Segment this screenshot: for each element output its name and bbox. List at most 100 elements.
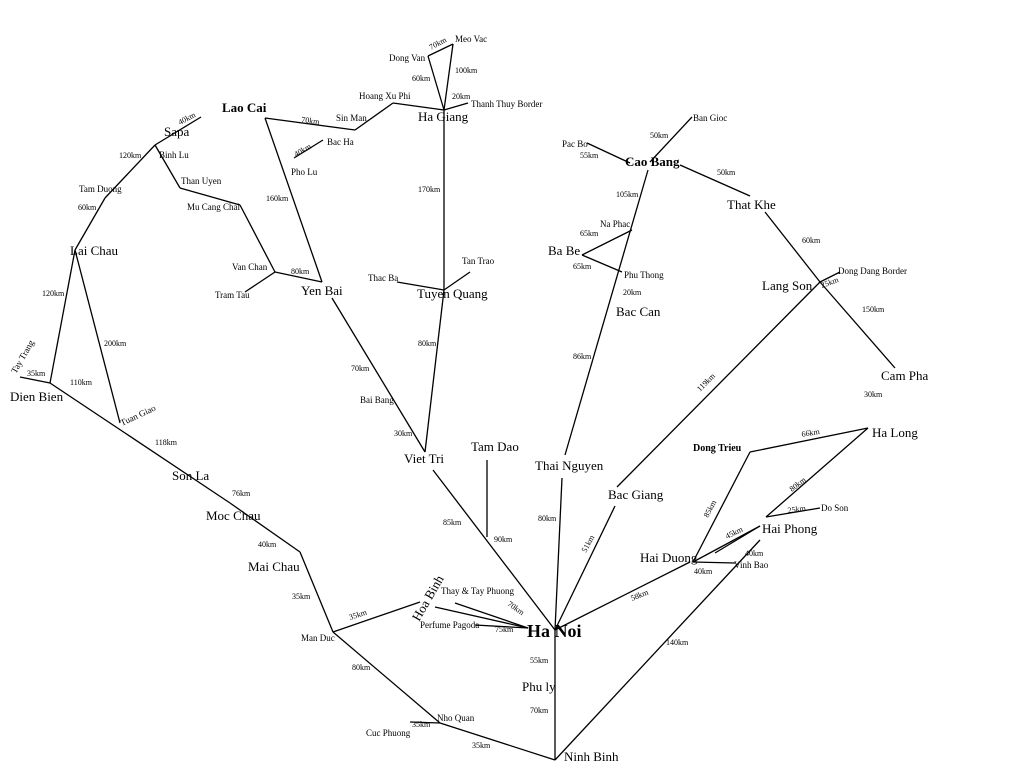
town-bac-giang: Bac Giang xyxy=(608,487,664,502)
town-tan-trao: Tan Trao xyxy=(462,256,495,266)
town-phu-thong: Phu Thong xyxy=(624,270,664,280)
city-lao-cai: Lao Cai xyxy=(222,100,267,115)
distance-label: 30km xyxy=(864,390,883,399)
distance-label: 45km xyxy=(724,524,745,540)
distance-label: 86km xyxy=(573,352,592,361)
town-moc-chau: Moc Chau xyxy=(206,508,261,523)
town-vinh-bao: Vinh Bao xyxy=(734,560,769,570)
distance-label: 70km xyxy=(351,364,370,373)
town-cuc-phuong: Cuc Phuong xyxy=(366,728,411,738)
town-binh-lu: Binh Lu xyxy=(159,150,189,160)
town-bai-bang: Bai Bang xyxy=(360,395,394,405)
distance-label: 40km xyxy=(694,567,713,576)
city-tuyen-quang: Tuyen Quang xyxy=(417,286,488,301)
distance-label: 50km xyxy=(717,168,736,177)
town-pac-bo: Pac Bo xyxy=(562,139,588,149)
distance-label: 66km xyxy=(801,427,821,439)
distance-label: 100km xyxy=(455,66,478,75)
distance-label: 70km xyxy=(506,599,527,617)
place-labels: Ha Noi Lao Cai Ha Giang Cao Bang Dong Tr… xyxy=(9,34,928,764)
distance-label: 118km xyxy=(155,438,178,447)
town-cam-pha: Cam Pha xyxy=(881,368,929,383)
city-viet-tri: Viet Tri xyxy=(404,451,444,466)
town-tuan-giao: Tuan Giao xyxy=(119,403,158,428)
distance-label: 70km xyxy=(428,35,449,52)
distance-label: 50km xyxy=(650,131,669,140)
distance-label: 120km xyxy=(119,151,142,160)
road-network xyxy=(19,43,896,761)
town-phu-ly: Phu ly xyxy=(522,679,556,694)
distance-label: 35km xyxy=(27,369,46,378)
distance-label: 70km xyxy=(530,706,549,715)
distance-label: 120km xyxy=(42,289,65,298)
town-meo-vac: Meo Vac xyxy=(455,34,487,44)
distance-label: 60km xyxy=(802,236,821,245)
town-bac-can: Bac Can xyxy=(616,304,661,319)
distance-label: 80km xyxy=(418,339,437,348)
distance-label: 58km xyxy=(629,587,650,602)
city-lang-son: Lang Son xyxy=(762,278,813,293)
city-ha-noi: Ha Noi xyxy=(527,621,582,641)
city-ha-long: Ha Long xyxy=(872,425,918,440)
distance-label: 40km xyxy=(258,540,277,549)
distance-label: 35km xyxy=(348,607,369,621)
city-son-la: Son La xyxy=(172,468,209,483)
distance-label: 30km xyxy=(394,429,413,438)
town-dong-van: Dong Van xyxy=(389,53,426,63)
distance-label: 85km xyxy=(443,518,462,527)
city-ha-giang: Ha Giang xyxy=(418,109,469,124)
town-ninh-binh: Ninh Binh xyxy=(564,749,619,764)
town-tam-dao: Tam Dao xyxy=(471,439,519,454)
town-hoang-xu-phi: Hoang Xu Phi xyxy=(359,91,411,101)
city-cao-bang: Cao Bang xyxy=(625,154,680,169)
town-man-duc: Man Duc xyxy=(301,633,335,643)
distance-label: 200km xyxy=(104,339,127,348)
town-thay-tay-phuong: Thay & Tay Phuong xyxy=(441,586,514,596)
distance-label: 75km xyxy=(495,625,514,634)
town-na-phac: Na Phac xyxy=(600,219,630,229)
distance-label: 55km xyxy=(530,656,549,665)
distance-label: 80km xyxy=(352,663,371,672)
town-do-son: Do Son xyxy=(821,503,849,513)
distance-label: 35km xyxy=(412,720,431,729)
distance-label: 20km xyxy=(452,92,471,101)
town-bac-ha: Bac Ha xyxy=(327,137,354,147)
city-hoa-binh: Hoa Binh xyxy=(409,572,447,623)
town-sapa: Sapa xyxy=(164,124,190,139)
distance-label: 25km xyxy=(820,275,841,290)
distance-label: 35km xyxy=(472,741,491,750)
town-ban-gioc: Ban Gioc xyxy=(693,113,727,123)
distance-label: 90km xyxy=(494,535,513,544)
distance-label: 150km xyxy=(862,305,885,314)
town-mai-chau: Mai Chau xyxy=(248,559,300,574)
town-hai-duong: Hai Duong xyxy=(640,550,698,565)
town-that-khe: That Khe xyxy=(727,197,776,212)
distance-label: 110km xyxy=(70,378,93,387)
distance-label: 160km xyxy=(266,194,289,203)
distance-label: 85km xyxy=(702,498,719,519)
town-dong-dang: Dong Dang Border xyxy=(838,266,907,276)
town-perfume-pagoda: Perfume Pagoda xyxy=(420,620,479,630)
distance-label: 55km xyxy=(580,151,599,160)
distance-label: 60km xyxy=(78,203,97,212)
town-tam-duong: Tam Duong xyxy=(79,184,122,194)
distance-label: 80km xyxy=(538,514,557,523)
distance-label: 20km xyxy=(623,288,642,297)
distance-label: 119km xyxy=(695,371,717,393)
distance-label: 80km xyxy=(788,475,809,494)
distance-label: 51km xyxy=(580,533,597,554)
town-nho-quan: Nho Quan xyxy=(437,713,475,723)
distance-label: 65km xyxy=(580,229,599,238)
distance-label: 105km xyxy=(616,190,639,199)
distance-label: 140km xyxy=(666,638,689,647)
distance-label: 170km xyxy=(418,185,441,194)
distance-label: 25km xyxy=(787,503,807,515)
city-hai-phong: Hai Phong xyxy=(762,521,818,536)
town-ba-be: Ba Be xyxy=(548,243,580,258)
distance-label: 60km xyxy=(412,74,431,83)
city-thai-nguyen: Thai Nguyen xyxy=(535,458,604,473)
distance-label: 76km xyxy=(232,489,251,498)
town-than-uyen: Than Uyen xyxy=(181,176,222,186)
town-sin-man: Sin Man xyxy=(336,113,367,123)
